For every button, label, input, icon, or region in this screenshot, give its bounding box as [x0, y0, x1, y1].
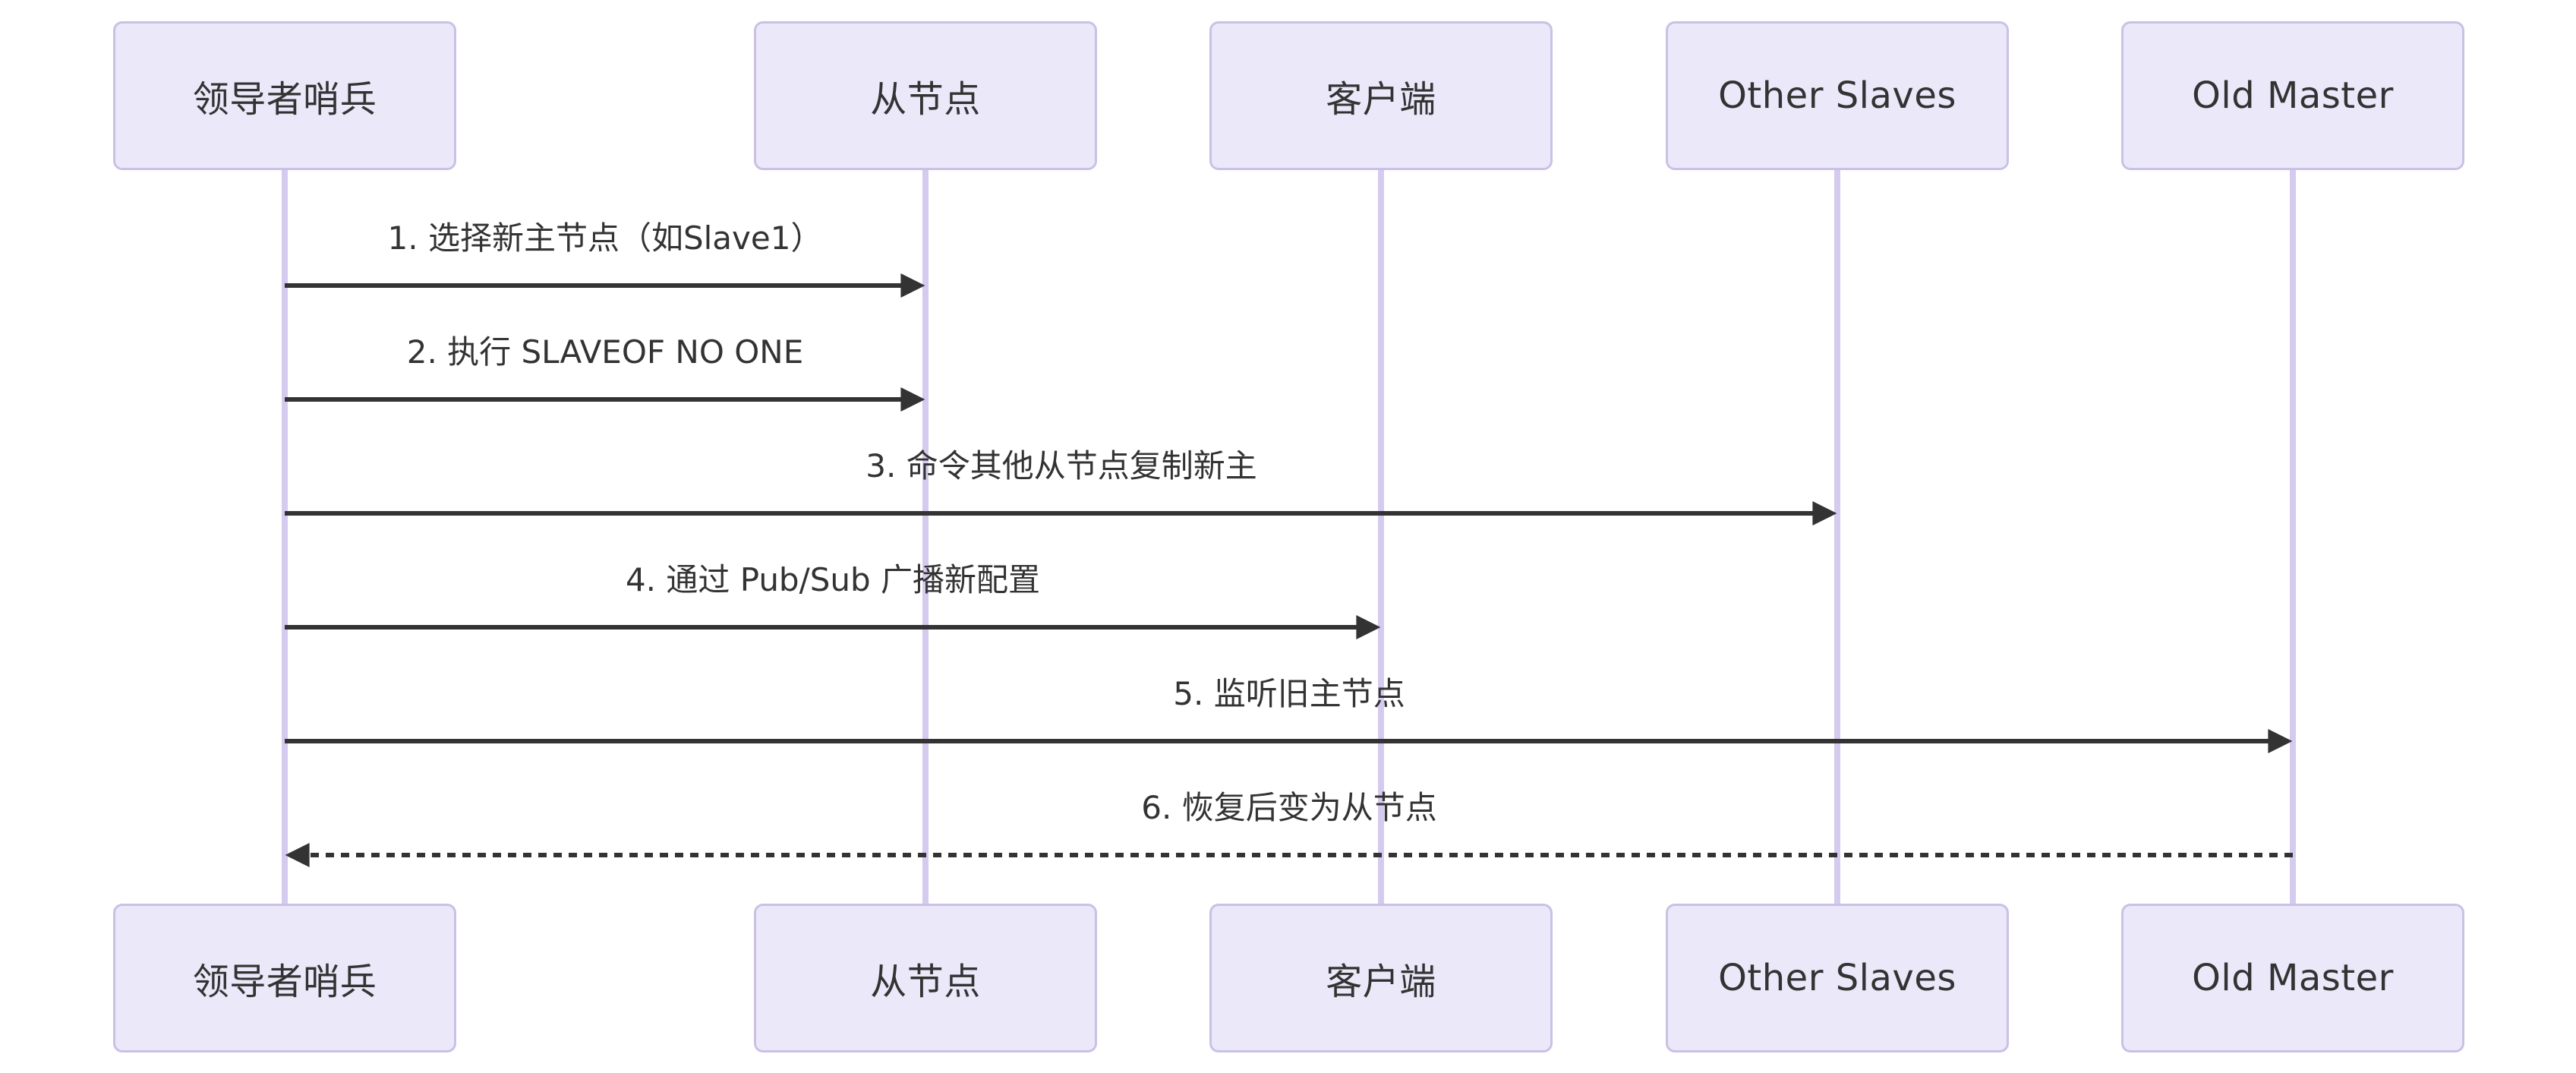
actor-label: Other Slaves — [1718, 957, 1956, 999]
actor-box-client-bottom: 客户端 — [1209, 904, 1553, 1052]
message-label-3: 3. 命令其他从节点复制新主 — [865, 447, 1257, 484]
actor-box-client-top: 客户端 — [1209, 21, 1553, 170]
actor-label: 领导者哨兵 — [192, 78, 377, 121]
actor-label: 从节点 — [870, 78, 981, 121]
message-label-2: 2. 执行 SLAVEOF NO ONE — [406, 333, 804, 371]
actor-box-leader-sentinel-bottom: 领导者哨兵 — [113, 904, 456, 1052]
message-label-5: 5. 监听旧主节点 — [1173, 675, 1405, 712]
actor-label: Other Slaves — [1718, 74, 1956, 117]
message-label-1: 1. 选择新主节点（如Slave1） — [387, 219, 823, 257]
actor-label: 领导者哨兵 — [192, 961, 377, 1003]
actor-label: Old Master — [2192, 74, 2394, 117]
actor-box-slave-node-bottom: 从节点 — [754, 904, 1097, 1052]
actor-label: Old Master — [2192, 957, 2394, 999]
actor-box-leader-sentinel-top: 领导者哨兵 — [113, 21, 456, 170]
actor-box-other-slaves-top: Other Slaves — [1666, 21, 2009, 170]
actor-label: 客户端 — [1326, 961, 1436, 1003]
message-label-4: 4. 通过 Pub/Sub 广播新配置 — [625, 561, 1041, 598]
actor-label: 从节点 — [870, 961, 981, 1003]
actor-label: 客户端 — [1326, 78, 1436, 121]
actor-box-old-master-top: Old Master — [2121, 21, 2464, 170]
actor-box-old-master-bottom: Old Master — [2121, 904, 2464, 1052]
actor-box-slave-node-top: 从节点 — [754, 21, 1097, 170]
actor-box-other-slaves-bottom: Other Slaves — [1666, 904, 2009, 1052]
message-label-6: 6. 恢复后变为从节点 — [1141, 789, 1437, 826]
